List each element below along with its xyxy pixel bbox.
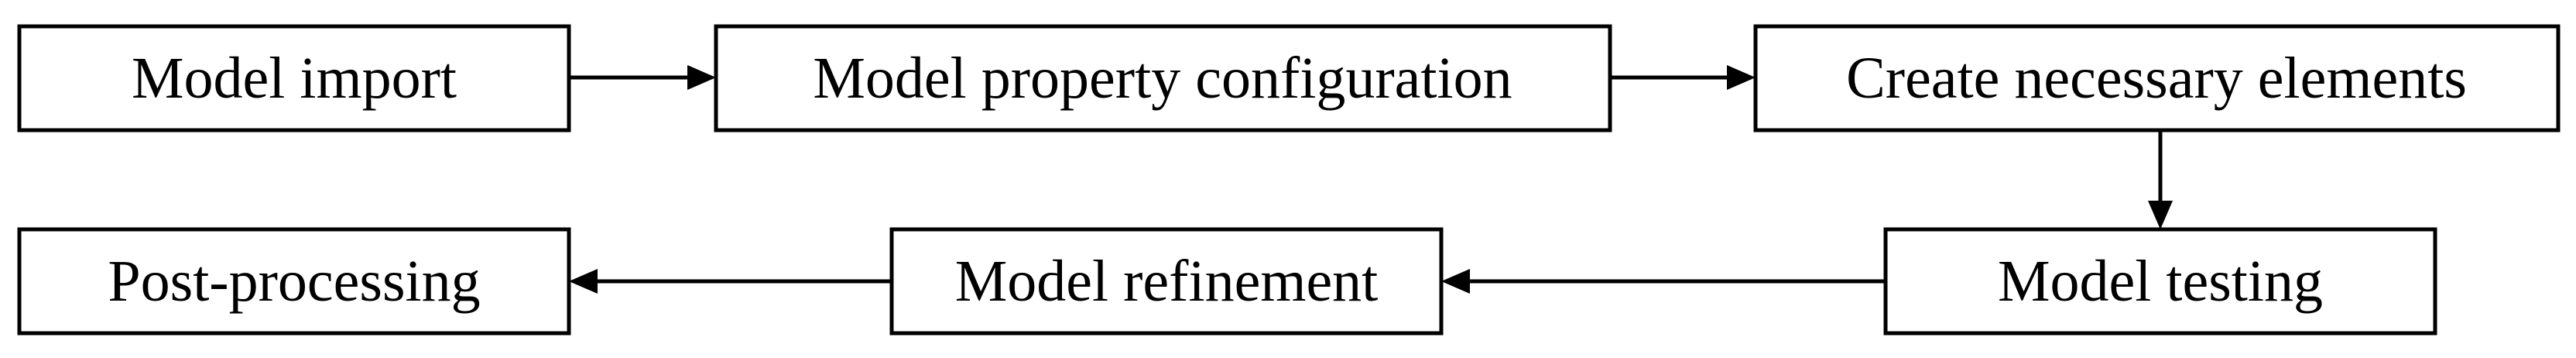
node-post-processing: Post-processing: [17, 227, 571, 336]
arrow-configuration-to-create-head: [1727, 65, 1756, 90]
node-model-import-label: Model import: [132, 46, 457, 111]
node-model-import: Model import: [17, 24, 571, 133]
arrow-configuration-to-create: [1610, 65, 1756, 90]
node-post-processing-box: [17, 227, 571, 336]
node-create-necessary-elements-box: [1753, 24, 2561, 133]
node-model-testing: Model testing: [1883, 227, 2437, 336]
node-create-necessary-elements: Create necessary elements: [1753, 24, 2561, 133]
node-model-refinement-box: [889, 227, 1444, 336]
node-model-refinement-label: Model refinement: [955, 249, 1379, 314]
arrow-create-to-testing: [2148, 130, 2173, 229]
node-create-necessary-elements-label: Create necessary elements: [1846, 46, 2467, 111]
node-model-property-configuration: Model property configuration: [714, 24, 1612, 133]
node-model-refinement: Model refinement: [889, 227, 1444, 336]
node-model-property-configuration-label: Model property configuration: [813, 46, 1512, 111]
arrow-import-to-configuration: [569, 65, 716, 90]
node-model-testing-box: [1883, 227, 2437, 336]
arrow-import-to-configuration-head: [687, 65, 716, 90]
arrow-testing-to-refinement-head: [1441, 269, 1470, 294]
node-model-testing-label: Model testing: [1998, 249, 2323, 314]
arrow-create-to-testing-head: [2148, 201, 2173, 229]
arrow-refinement-to-postprocessing: [569, 269, 892, 294]
node-model-property-configuration-box: [714, 24, 1612, 133]
arrow-refinement-to-postprocessing-head: [569, 269, 598, 294]
arrow-testing-to-refinement: [1441, 269, 1886, 294]
node-model-import-box: [17, 24, 571, 133]
node-post-processing-label: Post-processing: [108, 249, 480, 314]
